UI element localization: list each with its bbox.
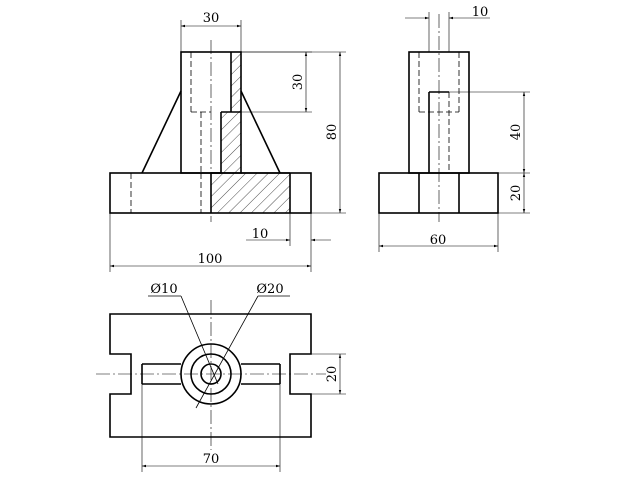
dim-side-upper-height: 40 — [509, 124, 524, 141]
dim-front-base-offset: 10 — [252, 227, 269, 242]
dim-front-total-width: 100 — [198, 252, 223, 267]
dim-front-top-height: 30 — [291, 74, 306, 91]
label-inner-diameter: Ø10 — [150, 282, 177, 297]
dim-side-total-width: 60 — [430, 233, 447, 248]
label-outer-diameter: Ø20 — [256, 282, 283, 297]
dim-top-slot-width: 20 — [325, 366, 340, 383]
leader-inner-diameter — [180, 295, 219, 385]
dim-side-base-height: 20 — [509, 185, 524, 202]
top-base-outline — [109, 313, 312, 438]
side-view: 10 40 20 60 — [378, 5, 530, 252]
dim-side-top-width: 10 — [472, 5, 489, 20]
front-view: 30 30 80 10 100 — [109, 11, 346, 272]
dim-front-total-height: 80 — [325, 124, 340, 141]
leader-outer-diameter — [195, 295, 259, 409]
front-section-hatch-top — [231, 52, 241, 112]
side-base-outline — [378, 172, 499, 214]
front-section-hatch — [211, 112, 290, 213]
front-rib-right — [240, 90, 281, 174]
dim-front-top-width: 30 — [203, 11, 220, 26]
front-rib-left — [141, 90, 182, 174]
dim-top-slot-length: 70 — [203, 452, 220, 467]
top-view: Ø10 Ø20 20 70 — [96, 282, 346, 472]
